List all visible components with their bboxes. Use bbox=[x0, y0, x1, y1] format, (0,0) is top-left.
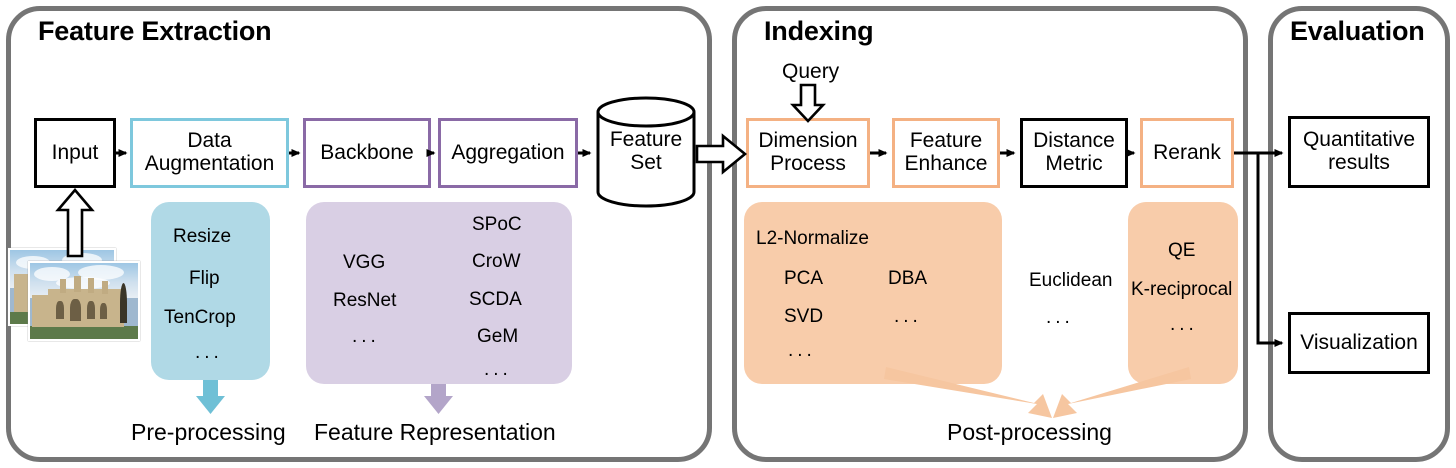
node-quantitative-results-label-1: Quantitative bbox=[1302, 128, 1416, 152]
caption-post-processing: Post-processing bbox=[947, 419, 1112, 445]
node-visualization[interactable]: Visualization bbox=[1288, 312, 1430, 374]
pool-item-gem: GeM bbox=[477, 326, 519, 347]
pool-item-pca: PCA bbox=[784, 268, 824, 289]
node-feature-set-label-1: Feature bbox=[609, 128, 683, 152]
pool-item-vgg: VGG bbox=[343, 252, 386, 273]
node-dimension-process-label-2: Process bbox=[770, 152, 846, 175]
pool-item-ellipsis-dimension: ... bbox=[788, 340, 816, 361]
node-backbone-label: Backbone bbox=[320, 140, 414, 164]
node-rerank[interactable]: Rerank bbox=[1140, 118, 1234, 188]
node-feature-set[interactable]: Feature Set bbox=[600, 120, 692, 184]
node-aggregation-label: Aggregation bbox=[451, 140, 565, 164]
pool-item-scda: SCDA bbox=[469, 289, 522, 310]
node-feature-enhance-label-1: Feature bbox=[909, 129, 983, 153]
node-data-augmentation-label-1: Data bbox=[187, 129, 232, 153]
node-distance-metric-label-1: Distance bbox=[1033, 129, 1115, 153]
pool-dimension-process: L2-Normalize PCA SVD ... DBA ... bbox=[744, 202, 1002, 384]
thumbnail-front bbox=[28, 261, 140, 341]
pool-item-dba: DBA bbox=[888, 268, 928, 289]
node-quantitative-results[interactable]: Quantitative results bbox=[1288, 116, 1430, 188]
panel-title-evaluation: Evaluation bbox=[1290, 16, 1425, 46]
pool-item-crow: CroW bbox=[472, 251, 521, 272]
node-input[interactable]: Input bbox=[34, 118, 116, 188]
pool-item-ellipsis-enhance: ... bbox=[894, 306, 922, 327]
pool-item-qe: QE bbox=[1168, 240, 1196, 261]
panel-title-indexing: Indexing bbox=[764, 16, 874, 46]
distance-item-ellipsis: ... bbox=[1046, 307, 1074, 328]
node-backbone[interactable]: Backbone bbox=[303, 118, 431, 188]
node-quantitative-results-label-2: results bbox=[1328, 151, 1390, 174]
node-data-augmentation-label-2: Augmentation bbox=[144, 152, 275, 175]
node-feature-enhance[interactable]: Feature Enhance bbox=[892, 118, 1000, 188]
node-visualization-label: Visualization bbox=[1300, 330, 1418, 354]
node-feature-enhance-label-2: Enhance bbox=[904, 152, 988, 175]
node-distance-metric[interactable]: Distance Metric bbox=[1020, 118, 1128, 188]
node-input-label: Input bbox=[51, 140, 99, 164]
pool-item-k-reciprocal: K-reciprocal bbox=[1131, 279, 1233, 300]
node-rerank-label: Rerank bbox=[1153, 140, 1221, 164]
panel-evaluation bbox=[1268, 6, 1450, 462]
distance-item-euclidean: Euclidean bbox=[1029, 270, 1113, 291]
pool-rerank: QE K-reciprocal ... bbox=[1128, 202, 1238, 384]
pool-item-ellipsis-rerank: ... bbox=[1170, 314, 1198, 335]
node-feature-set-label-2: Set bbox=[630, 151, 662, 174]
pool-item-ellipsis-preprocessing: ... bbox=[195, 342, 223, 363]
node-data-augmentation[interactable]: Data Augmentation bbox=[130, 118, 289, 188]
node-dimension-process-label-1: Dimension bbox=[758, 129, 858, 153]
pool-item-spoc: SPoC bbox=[472, 214, 522, 235]
pool-feature-representation: VGG ResNet ... SPoC CroW SCDA GeM ... bbox=[306, 202, 572, 384]
panel-title-feature-extraction: Feature Extraction bbox=[38, 16, 272, 46]
query-label: Query bbox=[782, 60, 840, 83]
pool-item-ellipsis-aggregation: ... bbox=[484, 359, 512, 380]
node-dimension-process[interactable]: Dimension Process bbox=[746, 118, 870, 188]
pool-item-svd: SVD bbox=[784, 306, 824, 327]
pool-item-l2-normalize: L2-Normalize bbox=[756, 228, 869, 249]
caption-feature-representation: Feature Representation bbox=[314, 419, 556, 445]
node-distance-metric-label-2: Metric bbox=[1045, 152, 1103, 175]
pool-item-tencrop: TenCrop bbox=[164, 307, 236, 328]
pool-item-flip: Flip bbox=[189, 268, 220, 289]
pool-preprocessing: Resize Flip TenCrop ... bbox=[151, 202, 270, 380]
node-aggregation[interactable]: Aggregation bbox=[438, 118, 578, 188]
pool-item-ellipsis-backbone: ... bbox=[352, 326, 380, 347]
pool-item-resize: Resize bbox=[173, 226, 232, 247]
pool-item-resnet: ResNet bbox=[333, 290, 397, 311]
caption-preprocessing: Pre-processing bbox=[131, 419, 286, 445]
